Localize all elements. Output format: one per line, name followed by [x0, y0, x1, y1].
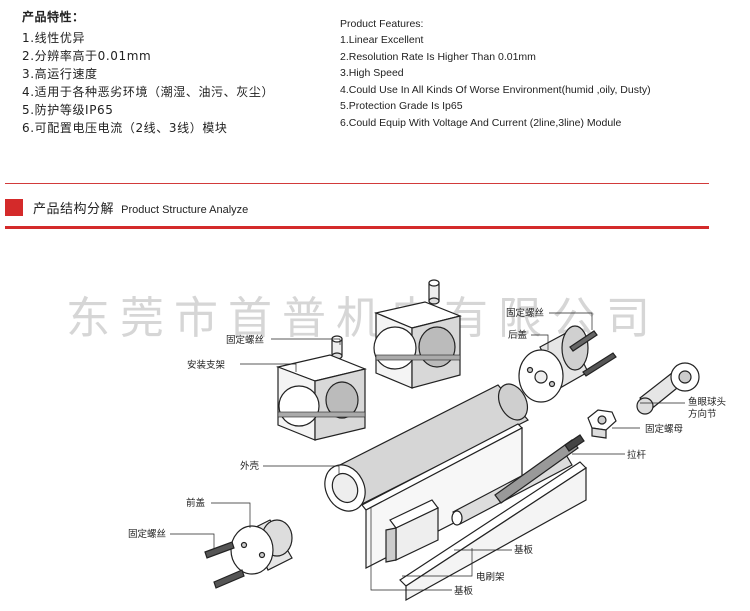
label-fixing-nut: 固定螺母: [645, 423, 683, 435]
feature-cn-item: 3.高运行速度: [22, 67, 98, 81]
divider-thick: [5, 226, 709, 229]
fixing-screw-small-part: [331, 335, 343, 360]
fixing-screw-top-part: [428, 279, 440, 305]
outer-shell-part: [324, 383, 529, 512]
feature-en-item: 5.Protection Grade Is Ip65: [340, 100, 463, 113]
label-brush-holder: 电刷架: [476, 571, 505, 583]
feature-cn-item: 4.适用于各种恶劣环境（潮湿、油污、灰尘）: [22, 85, 275, 99]
feature-cn-item: 1.线性优异: [22, 31, 86, 45]
label-fisheye-ball-joint: 鱼眼球头 方向节: [688, 396, 729, 420]
feature-cn-item: 6.可配置电压电流（2线、3线）模块: [22, 121, 228, 135]
section-title: 产品结构分解 Product Structure Analyze: [33, 198, 248, 217]
exploded-diagram-svg: 固定螺丝 安装支架 固定螺丝 后盖 鱼眼球头 方向节 固定螺母 拉杆 外壳 前盖…: [128, 279, 729, 602]
label-mounting-bracket: 安装支架: [187, 359, 226, 371]
label-rear-cover: 后盖: [508, 329, 528, 341]
label-front-cover: 前盖: [186, 497, 206, 509]
fisheye-ball-joint-part: [636, 362, 700, 415]
leader-lines: [170, 312, 685, 591]
feature-en-item: 6.Could Equip With Voltage And Current (…: [340, 116, 622, 129]
feature-en-item: 2.Resolution Rate Is Higher Than 0.01mm: [340, 50, 536, 63]
features-cn-title: 产品特性：: [22, 10, 85, 24]
label-fixing-screw-top: 固定螺丝: [226, 334, 264, 346]
label-fisheye-line1: 鱼眼球头: [688, 396, 726, 408]
pull-rod-part: [494, 434, 585, 504]
feature-en-item: 4.Could Use In All Kinds Of Worse Enviro…: [340, 83, 651, 96]
section-title-en: Product Structure Analyze: [121, 204, 249, 216]
fixing-nut-part: [587, 409, 617, 439]
label-fixing-screw-right: 固定螺丝: [506, 307, 544, 319]
label-fixing-screw-left: 固定螺丝: [128, 528, 166, 540]
features-cn: 产品特性： 1.线性优异 2.分辨率高于0.01mm 3.高运行速度 4.适用于…: [22, 8, 322, 137]
feature-cn-item: 2.分辨率高于0.01mm: [22, 49, 152, 63]
fixing-screw-left-part: [204, 541, 245, 589]
label-outer-shell: 外壳: [240, 460, 260, 472]
mounting-bracket-lower-part: [275, 354, 367, 441]
divider-thin: [5, 183, 709, 184]
label-fisheye-line2: 方向节: [688, 408, 717, 420]
brush-holder-part: [385, 499, 439, 563]
section-marker: [5, 199, 23, 216]
feature-en-item: 1.Linear Excellent: [340, 34, 424, 46]
feature-en-item: 3.High Speed: [340, 67, 404, 80]
front-cover-part: [230, 519, 293, 575]
watermark: 东莞市首普机电有限公司: [66, 293, 660, 344]
rear-cover-part: [518, 325, 589, 403]
fixing-screw-right-part: [569, 330, 617, 377]
features-en-title: Product Features:: [340, 18, 424, 30]
mounting-bracket-upper-part: [373, 301, 462, 389]
base-plate-lower-part: [399, 461, 587, 602]
label-base-plate-right: 基板: [514, 544, 534, 556]
features-en: Product Features: 1.Linear Excellent 2.R…: [340, 18, 740, 132]
section-title-cn: 产品结构分解: [33, 202, 115, 217]
feature-cn-item: 5.防护等级IP65: [22, 103, 114, 117]
exploded-diagram: 固定螺丝 安装支架 固定螺丝 后盖 鱼眼球头 方向节 固定螺母 拉杆 外壳 前盖…: [0, 240, 750, 607]
label-base-plate-bottom: 基板: [454, 585, 474, 597]
label-pull-rod: 拉杆: [627, 449, 647, 461]
